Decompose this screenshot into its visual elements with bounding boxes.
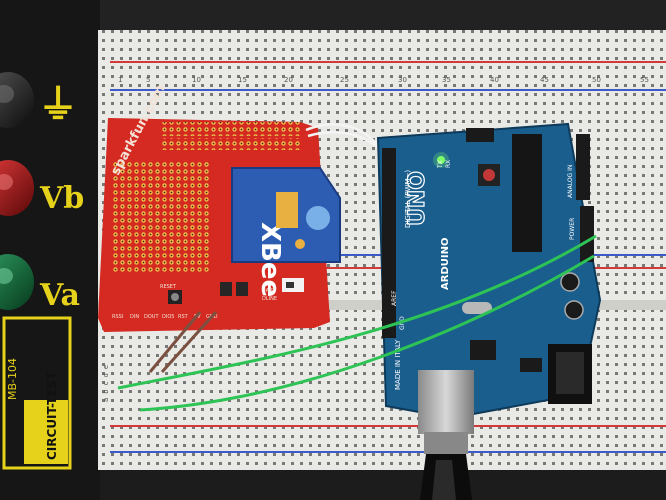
col-number: 25 — [340, 76, 349, 84]
col-number: 1 — [118, 76, 122, 84]
circuit-test-label: CIRCUIT-TEST — [45, 371, 59, 460]
header-row-2 — [160, 138, 300, 150]
xbee-chip — [276, 192, 298, 228]
usb-port[interactable] — [418, 370, 474, 434]
switch-slider[interactable] — [286, 282, 294, 288]
power-label: POWER — [569, 218, 576, 240]
pin-label: DIN — [130, 314, 139, 320]
power-jack-inner — [556, 352, 584, 394]
row-letters-bottom: abcde — [102, 361, 110, 402]
col-number: 15 — [238, 76, 247, 84]
regulator — [220, 282, 232, 296]
copper-wire-2[interactable] — [160, 310, 218, 374]
col-number: 55 — [640, 76, 649, 84]
reset-label: RESET — [160, 284, 177, 290]
col-number: 50 — [592, 76, 601, 84]
header-row-top — [160, 122, 300, 136]
aref-label: AREF — [391, 290, 398, 306]
small-chip — [520, 358, 542, 372]
xbee-module: XBee — [231, 167, 341, 297]
col-number: 10 — [192, 76, 201, 84]
vb-label: Vb — [39, 181, 84, 216]
col-number: 45 — [540, 76, 549, 84]
binding-post-ground[interactable] — [0, 72, 34, 128]
col-number: 40 — [490, 76, 499, 84]
switch-label: DLINE — [262, 296, 277, 302]
col-number: 30 — [398, 76, 407, 84]
antenna-icon — [306, 206, 330, 230]
regulator-2 — [236, 282, 248, 296]
switch-label: UART — [262, 288, 276, 294]
arduino-logo: ARDUINO — [440, 238, 451, 290]
arduino-reset-cap[interactable] — [483, 169, 495, 181]
top-background — [100, 0, 666, 30]
pin-label: RST — [178, 314, 189, 320]
crystal — [462, 302, 492, 314]
analog-label: ANALOG IN — [567, 165, 574, 198]
digital-header[interactable] — [382, 148, 396, 338]
panel-frame — [2, 316, 72, 470]
prototype-area — [112, 162, 210, 272]
icsp-header[interactable] — [466, 128, 494, 142]
xbee-label: XBee — [255, 222, 285, 297]
col-number: 5 — [146, 76, 150, 84]
digital-label: DIGITAL (PWM~) — [404, 170, 412, 228]
pin-label: DOUT — [144, 314, 159, 320]
xbee-shield: sparkfun.com XBee RSSI DIN DOUT DIO5 RST… — [98, 82, 341, 332]
analog-header[interactable] — [576, 134, 590, 200]
atmega-chip — [512, 134, 542, 252]
uno-logo: UNO — [405, 171, 430, 226]
pin-label: DIO5 — [162, 314, 174, 320]
green-wire-1[interactable] — [117, 234, 597, 390]
binding-post-vb[interactable] — [0, 160, 34, 216]
white-wire-2[interactable] — [307, 130, 385, 153]
reset-button-cap[interactable] — [171, 293, 179, 301]
xbee-pad — [295, 239, 305, 249]
ground-symbol-icon: ⏚ — [38, 81, 78, 128]
green-wire-2[interactable] — [139, 254, 595, 412]
white-wire-1[interactable] — [305, 123, 381, 149]
model-label: MB-104 — [6, 358, 19, 400]
circuit-test-plate — [24, 400, 68, 464]
va-label: Va — [39, 278, 80, 313]
pin-label: RSSI — [112, 314, 123, 320]
made-in-label: MADE IN ITALY — [394, 339, 402, 390]
col-number: 20 — [284, 76, 293, 84]
col-number: 35 — [442, 76, 451, 84]
rx-label: RX — [445, 160, 452, 168]
power-header[interactable] — [580, 206, 594, 262]
copper-wire-1[interactable] — [148, 311, 202, 373]
binding-post-va[interactable] — [0, 254, 34, 310]
usb-chip — [470, 340, 496, 360]
capacitor — [564, 300, 584, 320]
capacitor — [560, 272, 580, 292]
usb-plug[interactable] — [424, 432, 468, 454]
tx-label: TX — [437, 160, 444, 169]
arduino-uno: UNO ARDUINO DIGITAL (PWM~) ANALOG IN POW… — [376, 122, 602, 420]
power-led-icon — [437, 156, 445, 164]
